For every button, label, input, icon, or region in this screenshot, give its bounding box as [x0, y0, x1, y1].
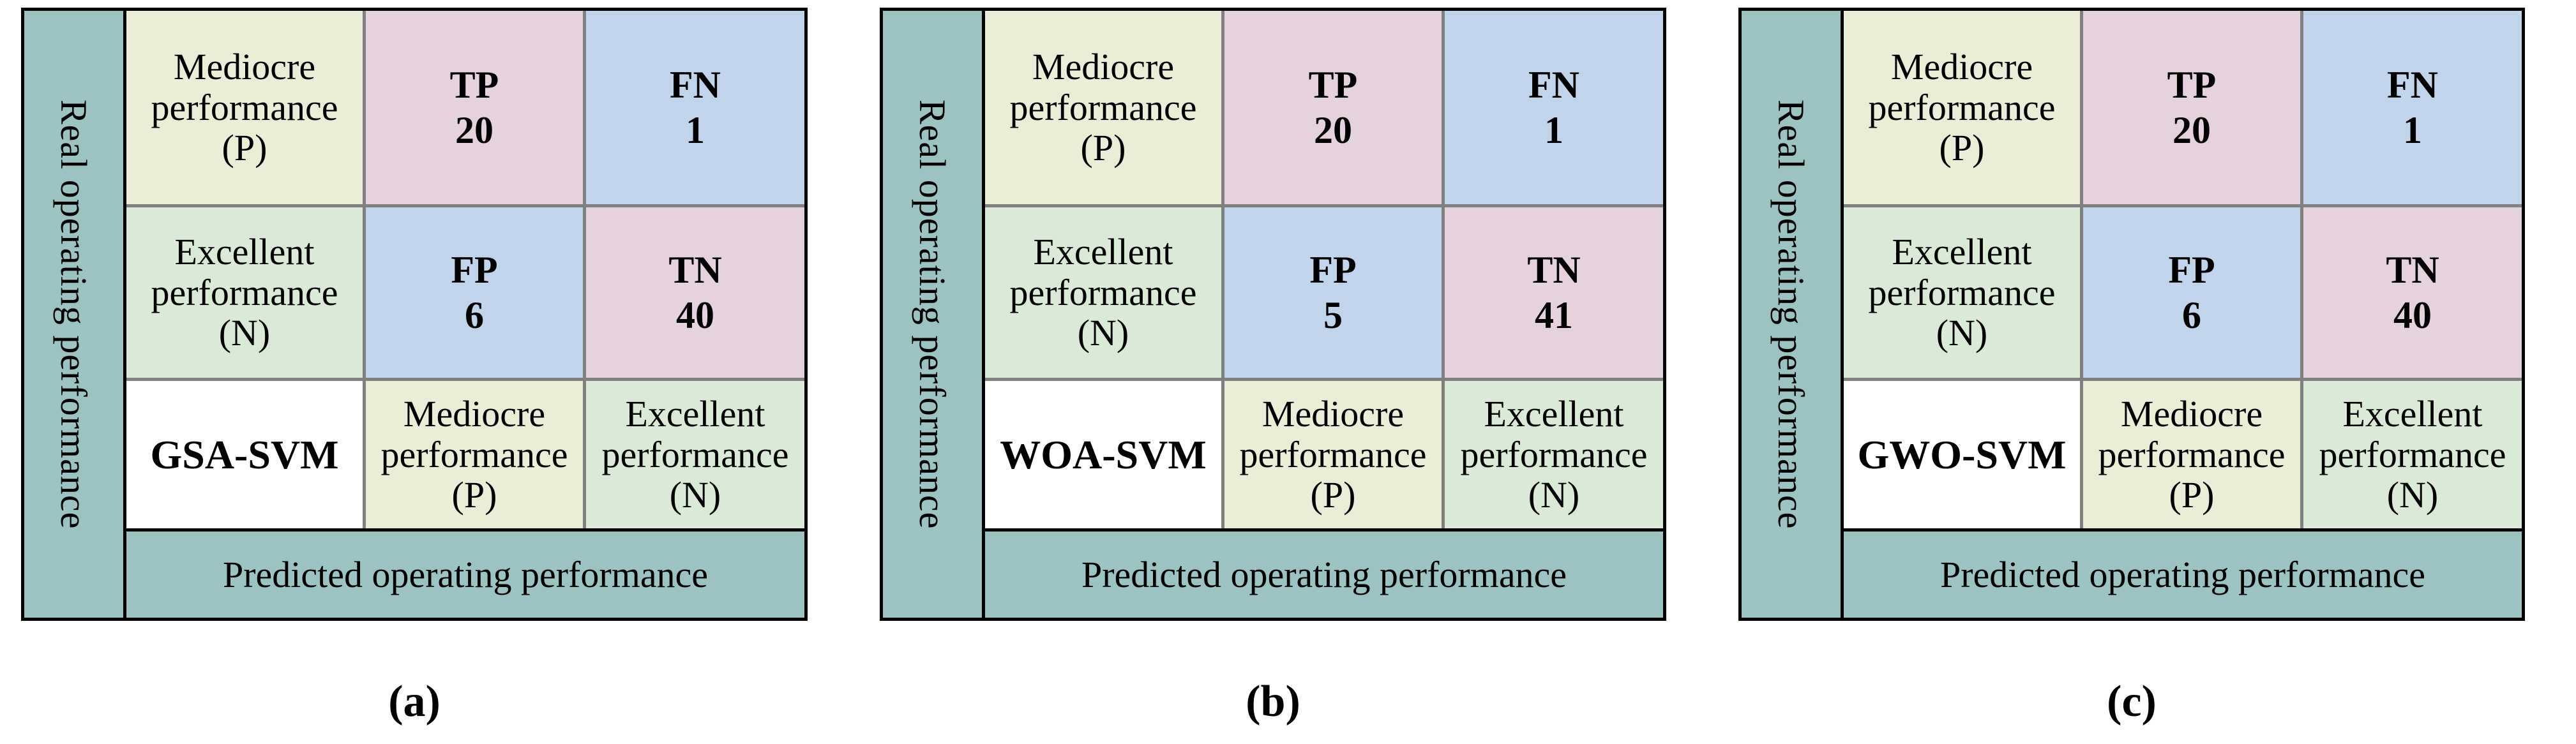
fp-cell: FP 5	[1221, 204, 1442, 378]
tn-abbr: TN	[2386, 248, 2439, 291]
row-label-excellent: Excellent performance (N)	[1844, 204, 2080, 378]
row-label-excellent: Excellent performance (N)	[985, 204, 1221, 378]
tp-cell: TP 20	[2080, 11, 2300, 204]
tn-value: 40	[676, 294, 714, 336]
real-axis-band: Real operating performance	[1742, 11, 1844, 618]
model-name-cell: WOA-SVM	[985, 378, 1221, 528]
fn-abbr: FN	[670, 63, 721, 106]
fn-abbr: FN	[1528, 63, 1579, 106]
confusion-matrix-gsa-svm: Real operating performance Mediocre perf…	[21, 8, 808, 621]
fp-value: 5	[1323, 294, 1343, 336]
predicted-axis-band: Predicted operating performance	[985, 528, 1663, 618]
fn-abbr: FN	[2387, 63, 2438, 106]
fn-value: 1	[2403, 108, 2422, 151]
real-axis-band: Real operating performance	[883, 11, 985, 618]
tp-abbr: TP	[449, 63, 499, 106]
predicted-axis-band: Predicted operating performance	[126, 528, 804, 618]
fp-abbr: FP	[1309, 248, 1357, 291]
row-label-mediocre: Mediocre performance (P)	[985, 11, 1221, 204]
fp-value: 6	[2182, 294, 2201, 336]
panel-b: Real operating performance Mediocre perf…	[859, 0, 1717, 744]
caption-b: (b)	[1246, 677, 1300, 726]
col-label-excellent: Excellent performance (N)	[2300, 378, 2522, 528]
tp-cell: TP 20	[1221, 11, 1442, 204]
real-axis-label: Real operating performance	[53, 99, 94, 530]
tp-value: 20	[2173, 108, 2211, 151]
panel-c: Real operating performance Mediocre perf…	[1717, 0, 2576, 744]
tn-cell: TN 40	[2300, 204, 2522, 378]
row-label-excellent: Excellent performance (N)	[126, 204, 363, 378]
fp-cell: FP 6	[2080, 204, 2300, 378]
fp-value: 6	[465, 294, 484, 336]
caption-a: (a)	[388, 677, 441, 726]
real-axis-label: Real operating performance	[1770, 99, 1812, 530]
col-label-mediocre: Mediocre performance (P)	[363, 378, 583, 528]
tp-cell: TP 20	[363, 11, 583, 204]
row-label-mediocre: Mediocre performance (P)	[126, 11, 363, 204]
caption-c: (c)	[2107, 677, 2157, 726]
tp-abbr: TP	[2167, 63, 2217, 106]
tp-abbr: TP	[1308, 63, 1358, 106]
tp-value: 20	[455, 108, 493, 151]
predicted-axis-band: Predicted operating performance	[1844, 528, 2522, 618]
tn-cell: TN 40	[583, 204, 804, 378]
predicted-axis-label: Predicted operating performance	[1940, 554, 2426, 595]
confusion-matrix-gwo-svm: Real operating performance Mediocre perf…	[1738, 8, 2525, 621]
model-name-cell: GWO-SVM	[1844, 378, 2080, 528]
tn-abbr: TN	[1527, 248, 1581, 291]
model-name-cell: GSA-SVM	[126, 378, 363, 528]
real-axis-band: Real operating performance	[24, 11, 126, 618]
col-label-mediocre: Mediocre performance (P)	[2080, 378, 2300, 528]
fn-value: 1	[686, 108, 705, 151]
predicted-axis-label: Predicted operating performance	[222, 554, 709, 595]
fn-value: 1	[1544, 108, 1563, 151]
predicted-axis-label: Predicted operating performance	[1081, 554, 1567, 595]
tn-cell: TN 41	[1442, 204, 1663, 378]
row-label-mediocre: Mediocre performance (P)	[1844, 11, 2080, 204]
real-axis-label: Real operating performance	[912, 99, 953, 530]
tp-value: 20	[1314, 108, 1352, 151]
col-label-mediocre: Mediocre performance (P)	[1221, 378, 1442, 528]
fn-cell: FN 1	[583, 11, 804, 204]
fp-abbr: FP	[451, 248, 498, 291]
fn-cell: FN 1	[1442, 11, 1663, 204]
tn-abbr: TN	[668, 248, 722, 291]
col-label-excellent: Excellent performance (N)	[583, 378, 804, 528]
panel-a: Real operating performance Mediocre perf…	[0, 0, 859, 744]
tn-value: 41	[1535, 294, 1573, 336]
confusion-matrix-woa-svm: Real operating performance Mediocre perf…	[880, 8, 1666, 621]
fn-cell: FN 1	[2300, 11, 2522, 204]
col-label-excellent: Excellent performance (N)	[1442, 378, 1663, 528]
tn-value: 40	[2393, 294, 2432, 336]
fp-cell: FP 6	[363, 204, 583, 378]
fp-abbr: FP	[2168, 248, 2215, 291]
